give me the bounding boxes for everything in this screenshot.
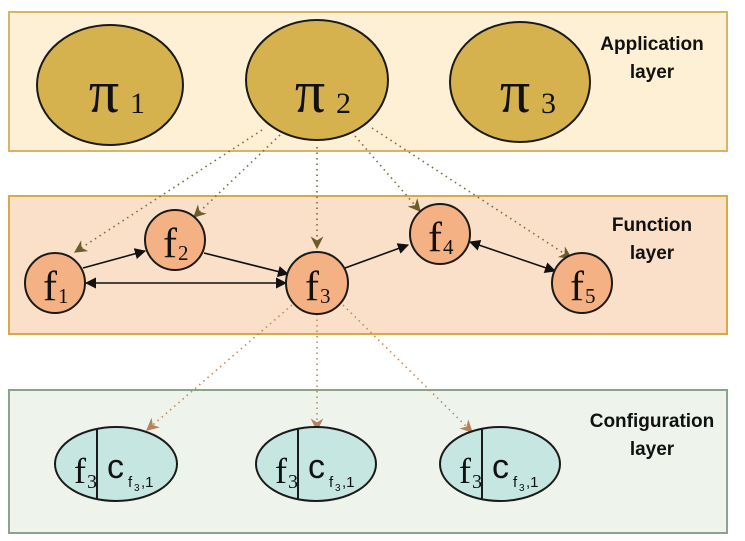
application-index: 1 xyxy=(130,87,145,120)
application-symbol: π xyxy=(500,59,530,125)
link-pi2-f4 xyxy=(354,135,421,212)
application-symbol: π xyxy=(295,59,325,125)
function-index: 5 xyxy=(585,284,596,308)
function-to-config-links xyxy=(146,304,473,433)
configuration-layer-label-2: layer xyxy=(630,439,675,460)
config-function-symbol: f xyxy=(74,451,86,491)
function-symbol: f xyxy=(43,264,57,310)
configuration-node: f 3 c f 3 ,1 xyxy=(439,426,561,502)
link-f1-f2 xyxy=(82,248,147,269)
application-node: π 1 xyxy=(36,24,184,146)
function-layer-panel xyxy=(8,195,728,335)
function-layer-label-2: layer xyxy=(630,243,675,264)
config-function-symbol: f xyxy=(275,451,287,491)
application-node: π 2 xyxy=(245,19,389,141)
config-subscript: f xyxy=(513,474,518,491)
config-subscript-tail: ,1 xyxy=(141,474,154,491)
function-symbol: f xyxy=(428,215,442,261)
config-subscript: f xyxy=(329,474,334,491)
function-node: f 2 xyxy=(144,209,206,271)
function-node: f 3 xyxy=(285,251,349,315)
config-subscript-tail: ,1 xyxy=(342,474,355,491)
function-symbol: f xyxy=(163,221,177,267)
app-to-function-links xyxy=(73,127,573,259)
function-index: 3 xyxy=(320,284,331,308)
link-f2-f3 xyxy=(203,252,290,277)
application-symbol: π xyxy=(89,59,119,125)
config-function-index: 3 xyxy=(472,471,482,493)
function-layer-label: Function xyxy=(612,215,692,236)
function-index: 4 xyxy=(443,235,454,259)
function-index: 2 xyxy=(178,241,189,265)
config-function-index: 3 xyxy=(288,471,298,493)
link-pi2-f2 xyxy=(193,134,281,218)
application-layer-label-2: layer xyxy=(630,62,675,83)
config-symbol: c xyxy=(308,448,325,486)
link-f3-config1 xyxy=(146,304,293,431)
configuration-layer-label: Configuration xyxy=(590,411,715,432)
application-index: 3 xyxy=(541,87,556,120)
config-subscript-index: 3 xyxy=(335,483,341,494)
config-symbol: c xyxy=(107,448,124,486)
config-subscript-index: 3 xyxy=(134,483,140,494)
config-function-symbol: f xyxy=(459,451,471,491)
function-symbol: f xyxy=(570,264,584,310)
application-node: π 3 xyxy=(449,21,591,143)
application-layer-label: Application xyxy=(600,34,703,55)
function-node: f 1 xyxy=(24,252,86,314)
function-links xyxy=(82,239,557,289)
config-subscript-index: 3 xyxy=(519,483,525,494)
config-function-index: 3 xyxy=(87,471,97,493)
link-f4-f5 xyxy=(468,239,557,274)
link-pi2-f5 xyxy=(371,127,573,259)
function-index: 1 xyxy=(58,284,69,308)
function-node: f 5 xyxy=(551,252,613,314)
config-symbol: c xyxy=(492,448,509,486)
configuration-node: f 3 c f 3 ,1 xyxy=(54,426,178,502)
link-f3-f4 xyxy=(344,243,410,269)
application-index: 2 xyxy=(336,87,351,120)
function-node: f 4 xyxy=(409,203,471,265)
config-subscript: f xyxy=(128,474,133,491)
configuration-node: f 3 c f 3 ,1 xyxy=(255,426,377,502)
config-subscript-tail: ,1 xyxy=(526,474,539,491)
function-symbol: f xyxy=(305,264,319,310)
